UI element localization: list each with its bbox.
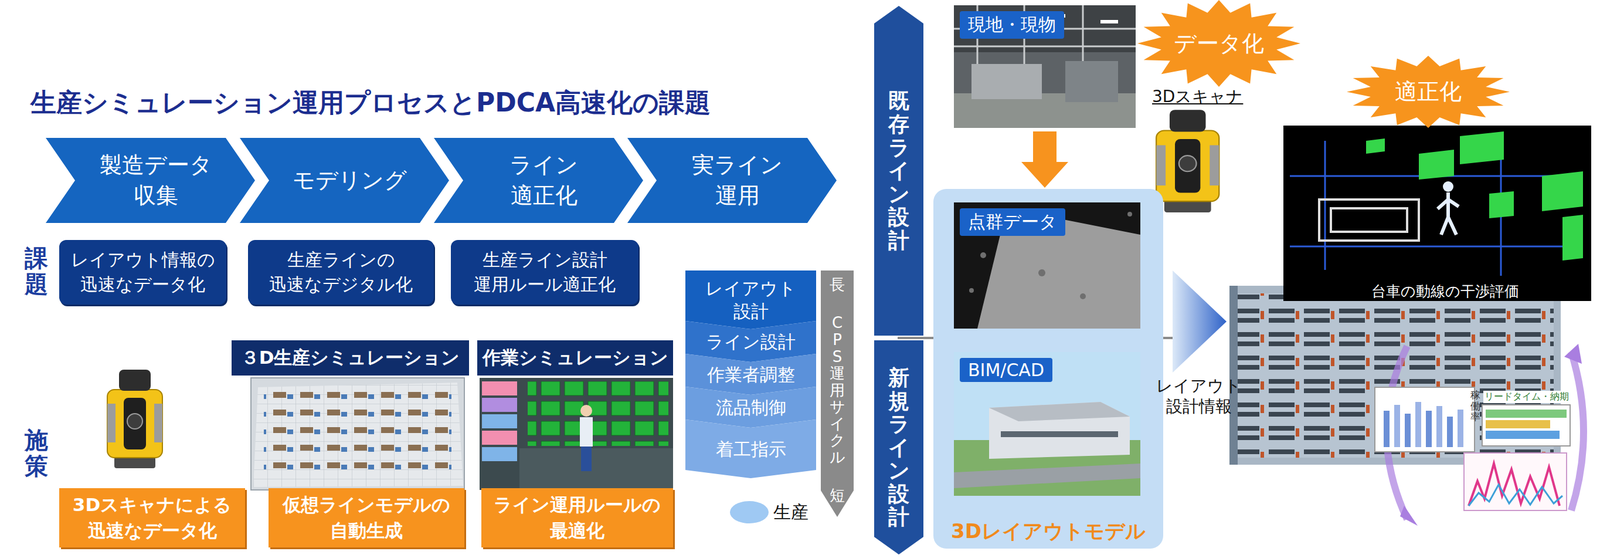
node-text: 現地・現物 — [959, 11, 1065, 39]
callout-burst: データ化 — [1137, 0, 1301, 87]
process-chevron: ライン 適正化 — [433, 137, 644, 223]
diagram-title: 生産シミュレーション運用プロセスとPDCA高速化の課題 — [30, 85, 711, 121]
issue-box: 生産ラインの 迅速なデジタル化 — [248, 239, 434, 305]
shape-outline — [239, 137, 450, 223]
callout-burst: 適正化 — [1346, 55, 1510, 128]
layout-model-panel: 3Dレイアウトモデル 点群データ BIM/CAD — [933, 188, 1164, 549]
node-text: 製造データ 収集 — [89, 150, 213, 211]
node-text: 作業シミュレーション — [482, 345, 669, 370]
node-text: 生産 — [773, 500, 809, 525]
chart-label: リードタイム・納期 — [1483, 390, 1571, 403]
site-photo: 現地・現物 — [953, 5, 1136, 128]
section-label: 課題 — [24, 245, 49, 297]
cycle-step: レイアウト 設計 — [685, 270, 817, 329]
chart-images — [1374, 386, 1571, 511]
phase-arrow: 既存ライン設計 — [874, 5, 924, 336]
cycle-arrow: 長 CPS運用サイクル短 — [820, 270, 854, 517]
node-text: BIM/CAD — [959, 357, 1053, 382]
process-chevron-shape — [433, 137, 644, 223]
scanner-icon — [107, 369, 163, 468]
interference-view — [1283, 125, 1592, 301]
node-text: 着工指示 — [715, 437, 787, 461]
node-text: レイアウト 設計 — [705, 276, 797, 323]
measure-box: 仮想ラインモデルの 自動生成 — [268, 487, 465, 548]
flow-triangle — [1172, 270, 1227, 373]
node-text: 点群データ — [959, 208, 1066, 236]
node-text: 3Dレイアウトモデル — [950, 517, 1146, 545]
measure-box: 3Dスキャナによる 迅速なデータ化 — [59, 487, 246, 548]
arrow-label: レイアウト 設計情報 — [1156, 375, 1242, 417]
node-text: 生産ライン設計 運用ルール適正化 — [473, 247, 616, 297]
section-label: 施策 — [24, 426, 49, 479]
node-text: 短 — [829, 486, 845, 504]
node-text: 長 — [829, 276, 845, 294]
shape-outline — [820, 270, 854, 517]
node-text: データ化 — [1173, 28, 1265, 59]
shape-outline — [685, 270, 817, 329]
node-text: モデリング — [282, 165, 407, 196]
issue-box: レイアウト情報の 迅速なデータ化 — [59, 239, 227, 305]
node-text: ライン設計 — [705, 330, 796, 353]
shape-outline — [45, 137, 256, 223]
image-label: 3Dスキャナ — [1152, 85, 1243, 108]
scanner-icon — [1156, 109, 1219, 213]
node-text: CPS運用サイクル — [829, 314, 845, 465]
node-text: ライン運用ルールの 最適化 — [493, 491, 661, 543]
shape-outline — [685, 353, 817, 395]
node-text: ライン 適正化 — [498, 150, 579, 211]
process-chevron: モデリング — [239, 137, 450, 223]
cycle-arrows — [1386, 343, 1584, 526]
ellipse-shape — [729, 500, 769, 523]
process-chevron-shape — [627, 137, 837, 223]
process-chevron: 製造データ 収集 — [45, 137, 256, 223]
section-header: 作業シミュレーション — [477, 340, 674, 376]
sim-3d-image — [250, 377, 465, 490]
node-text: 作業者調整 — [707, 362, 796, 386]
shape-outline — [1137, 0, 1301, 87]
cycle-step: 流品制御 — [685, 386, 817, 428]
node-text: レイアウト情報の 迅速なデータ化 — [70, 247, 216, 297]
node-text: 生産ラインの 迅速なデジタル化 — [269, 247, 413, 297]
shape-outline — [627, 137, 837, 223]
phase-arrow: 新規ライン設計 — [874, 340, 924, 555]
production-node: 生産 — [729, 497, 821, 527]
node-text: 仮想ラインモデルの 自動生成 — [282, 491, 451, 543]
chart-label: 稼働率 — [1470, 389, 1481, 423]
issue-box: 生産ライン設計 運用ルール適正化 — [450, 239, 639, 305]
bim-cad-image: BIM/CAD — [953, 351, 1141, 496]
shape-outline — [433, 137, 644, 223]
node-text: 既存ライン設計 — [888, 89, 910, 252]
node-text: 実ライン 運用 — [681, 150, 783, 211]
process-chevron-shape — [45, 137, 256, 223]
shape-outline — [874, 340, 924, 555]
shape-outline — [685, 386, 817, 428]
point-cloud-image: 点群データ — [953, 202, 1141, 329]
node-text: 3Dスキャナによる 迅速なデータ化 — [72, 491, 232, 543]
process-chevron: 実ライン 運用 — [627, 137, 837, 223]
cycle-step: 作業者調整 — [685, 353, 817, 395]
node-text: 流品制御 — [715, 395, 787, 419]
cycle-step: 着工指示 — [685, 419, 817, 478]
shape-outline — [1346, 55, 1510, 128]
shape-outline — [874, 5, 924, 336]
flow-arrow — [1021, 131, 1069, 188]
measure-box: ライン運用ルールの 最適化 — [481, 487, 674, 548]
node-text: 新規ライン設計 — [888, 365, 910, 529]
node-text: 適正化 — [1394, 76, 1462, 107]
work-sim-image — [479, 377, 674, 490]
image-caption: 台車の動線の干渉評価 — [1368, 281, 1522, 301]
node-text: ３D生産シミュレーション — [240, 345, 461, 370]
cycle-step: ライン設計 — [685, 320, 817, 362]
shape-outline — [685, 320, 817, 362]
section-header: ３D生産シミュレーション — [231, 340, 470, 376]
shape-outline — [685, 419, 817, 478]
